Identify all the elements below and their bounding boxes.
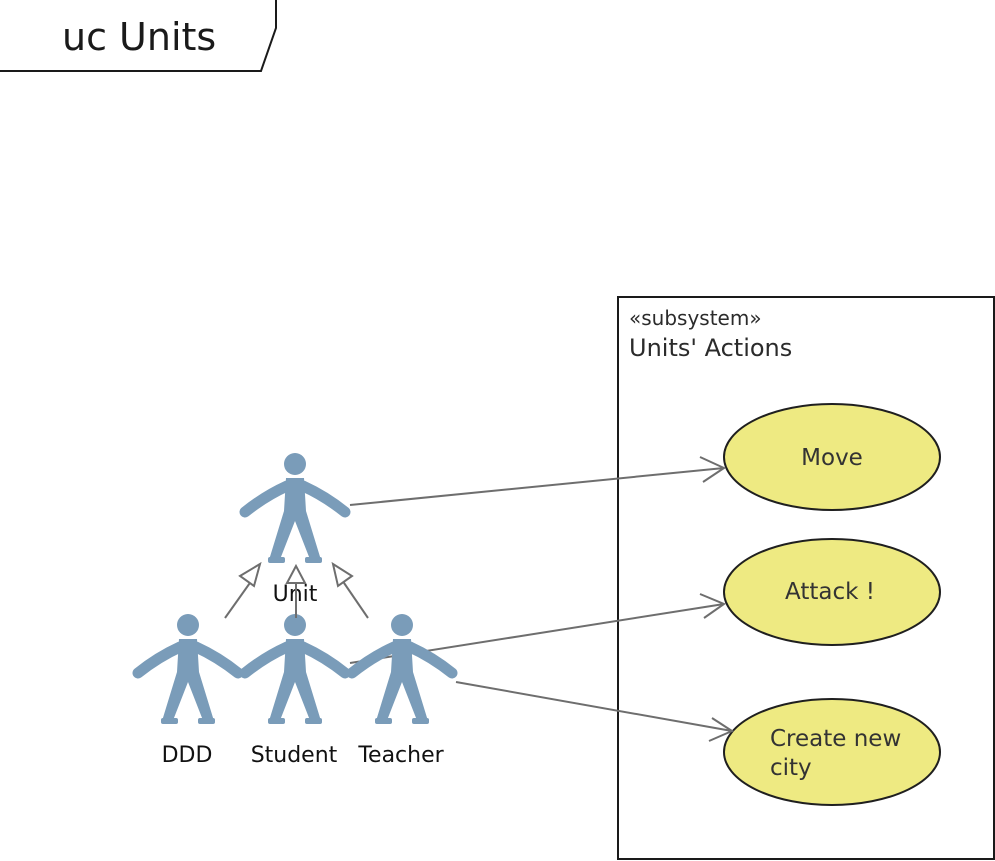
subsystem-stereotype: «subsystem» <box>629 306 762 330</box>
generalization-teacher-unit[interactable] <box>331 561 369 619</box>
actor-student[interactable]: Student <box>245 614 345 768</box>
use-case-create-city[interactable]: Create new city <box>723 698 941 806</box>
frame-title: uc Units <box>62 15 216 59</box>
use-case-attack[interactable]: Attack ! <box>723 538 941 646</box>
use-case-create-city-label-line1: Create new <box>770 726 901 752</box>
generalization-student-unit[interactable] <box>285 563 307 618</box>
actor-ddd[interactable]: DDD <box>138 614 238 768</box>
use-case-move-label: Move <box>801 445 863 471</box>
use-case-attack-label: Attack ! <box>785 579 875 605</box>
actor-ddd-label: DDD <box>162 743 213 768</box>
subsystem-name: Units' Actions <box>629 334 792 362</box>
actor-teacher-label: Teacher <box>357 743 444 768</box>
actor-student-label: Student <box>251 743 338 768</box>
association-unit-move[interactable] <box>349 456 727 506</box>
actor-teacher[interactable]: Teacher <box>352 614 452 768</box>
diagram-frame-label: uc Units <box>0 0 277 72</box>
generalization-ddd-unit[interactable] <box>224 561 262 619</box>
association-teacher-create-city[interactable] <box>455 681 735 742</box>
use-case-move[interactable]: Move <box>723 403 941 511</box>
use-case-create-city-label-line2: city <box>770 755 812 781</box>
